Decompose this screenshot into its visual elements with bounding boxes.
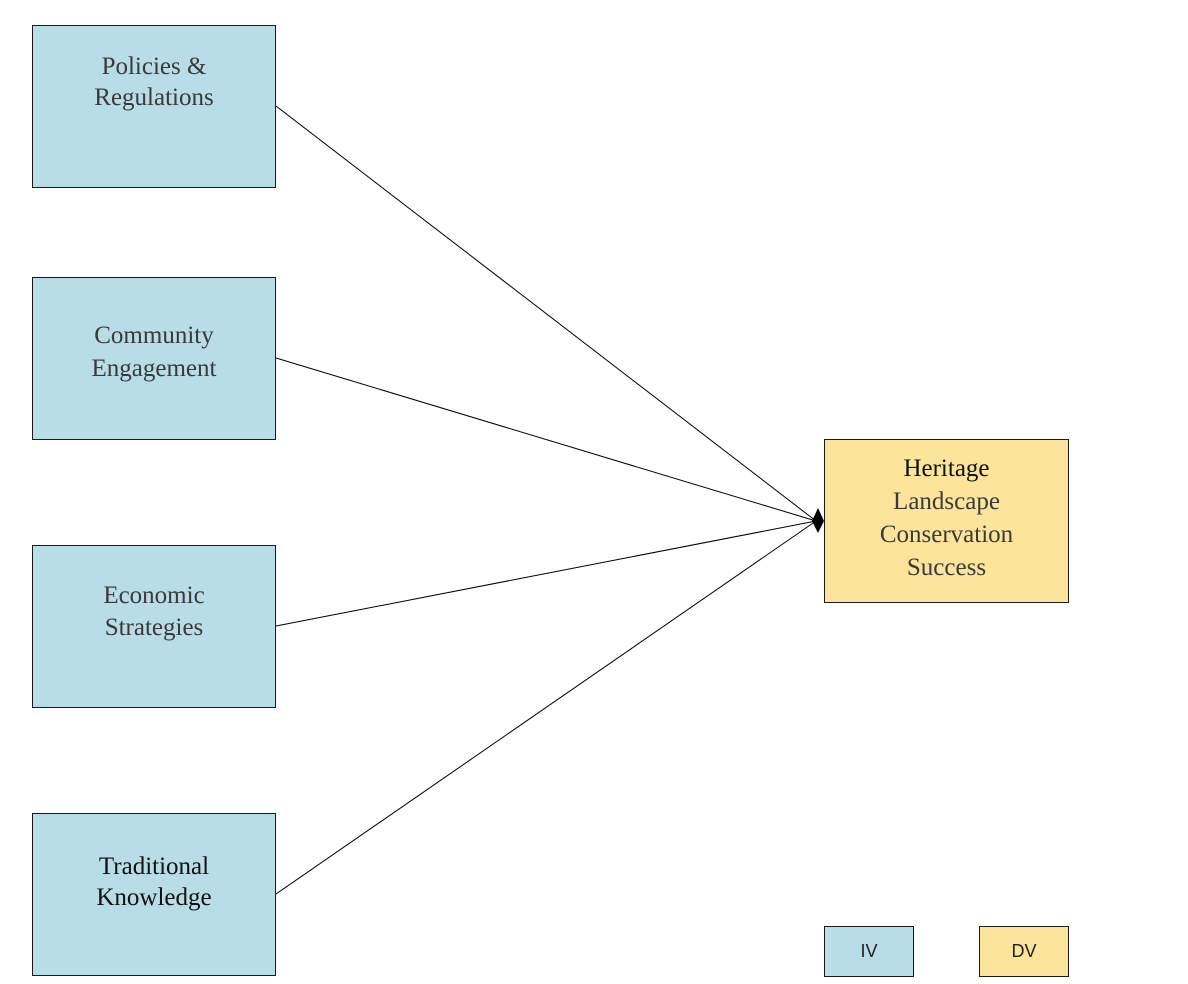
- legend-iv: IV: [824, 926, 914, 977]
- label-line: Strategies: [104, 613, 204, 641]
- iv-box-label: Traditional Knowledge: [96, 851, 211, 913]
- iv-box-policies-regulations: Policies & Regulations: [32, 25, 276, 188]
- iv-box-economic-strategies: Economic Strategies: [32, 545, 276, 708]
- label-line: Success: [906, 554, 987, 581]
- iv-box-label: Policies & Regulations: [94, 51, 213, 113]
- iv-box-community-engagement: Community Engagement: [32, 277, 276, 440]
- label-line: Traditional: [98, 852, 210, 880]
- label-line: Landscape: [893, 488, 1000, 515]
- dv-box-label: Heritage Landscape Conservation Success: [880, 452, 1013, 584]
- label-line: Engagement: [91, 355, 217, 382]
- label-line: Policies &: [101, 52, 207, 80]
- edge-community-to-heritage: [275, 357, 817, 522]
- label-line: Economic: [103, 581, 205, 609]
- iv-box-traditional-knowledge: Traditional Knowledge: [32, 813, 276, 976]
- arrowhead-diamond: [812, 508, 824, 533]
- label-line: Conservation: [879, 521, 1014, 548]
- dv-box-heritage-landscape-conservation-success: Heritage Landscape Conservation Success: [824, 439, 1069, 603]
- edge-policies-to-heritage: [275, 105, 817, 522]
- label-line: Heritage: [903, 455, 990, 482]
- edge-economic-to-heritage: [275, 520, 817, 627]
- legend-dv: DV: [979, 926, 1069, 977]
- label-line: Community: [94, 322, 214, 349]
- label-line: Regulations: [94, 83, 214, 111]
- edge-traditional-to-heritage: [275, 520, 817, 895]
- iv-box-label: Economic Strategies: [103, 580, 204, 644]
- iv-box-label: Community Engagement: [92, 319, 217, 385]
- label-line: Knowledge: [96, 883, 212, 911]
